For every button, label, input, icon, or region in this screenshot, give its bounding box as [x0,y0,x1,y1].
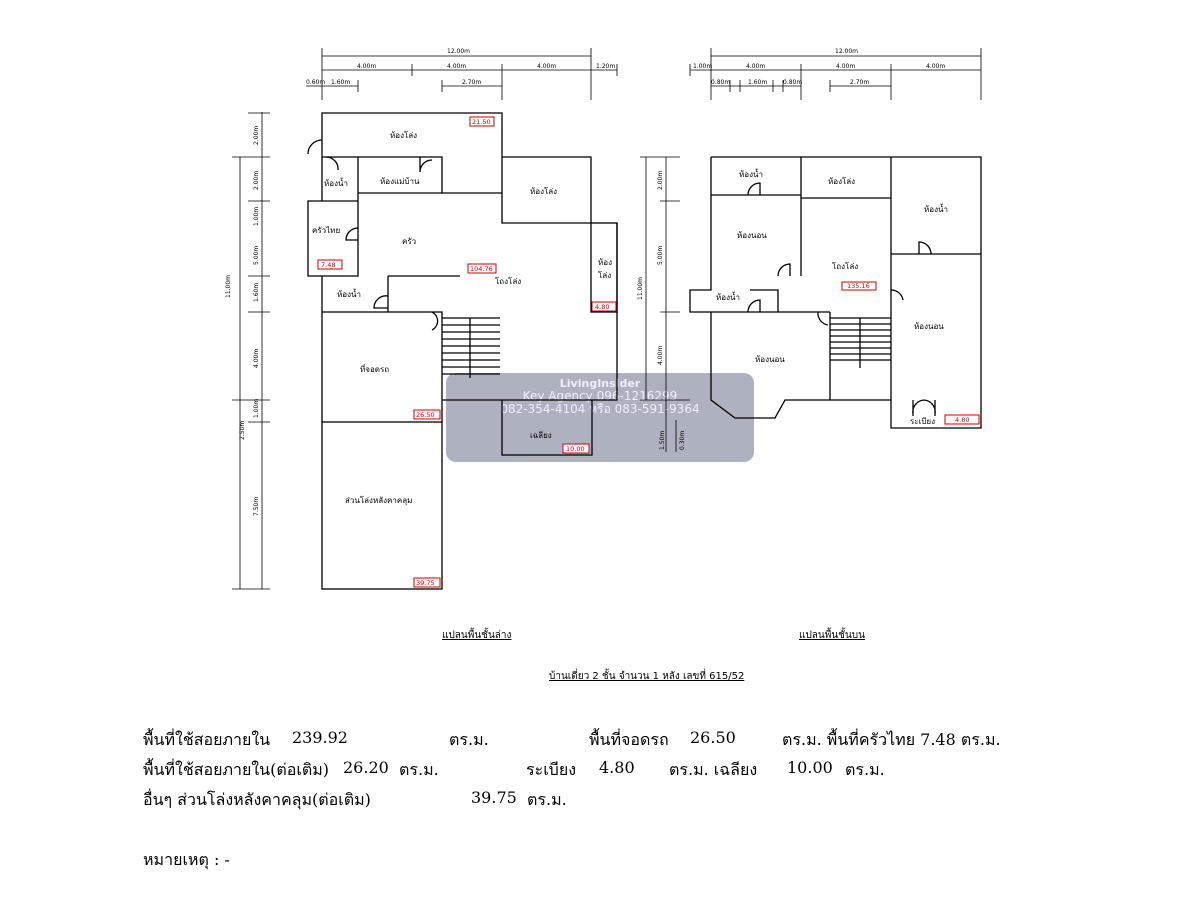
dimension-label: 5.00m [657,246,664,265]
area-label: 26.50 [416,411,435,419]
unit: ตร.ม. พื้นที่ครัวไทย 7.48 ตร.ม. [782,730,1001,749]
watermark-line2: 082-354-4104 หรือ 083-591-9364 [500,402,700,416]
dimension-label: 2.00m [253,126,260,145]
room-label: ห้องน้ำ [716,291,740,302]
dimension-label: 12.00m [835,48,858,55]
dimension-label: 2.70m [850,79,869,86]
room-label: ห้องน้ำ [337,288,361,299]
stairs [830,317,891,368]
dimension-label: 12.00m [447,48,470,55]
dimension-label: 4.00m [537,63,556,70]
label: พื้นที่ใช้สอยภายใน(ต่อเติม) [143,760,329,779]
dimension-label: 1.00m [253,399,260,418]
value: 26.20 [343,758,389,777]
area-label: 4.80 [595,303,609,311]
label: อื่นๆ ส่วนโล่งหลังคาคลุม(ต่อเติม) [143,790,371,809]
room-label: ห้องน้ำ [739,168,763,179]
watermark-brand: LivingInsider [559,377,641,390]
document-title: บ้านเดี่ยว 2 ชั้น จำนวน 1 หลัง เลขที่ 61… [549,671,745,682]
unit: ตร.ม. [527,790,567,809]
dimension-label: 5.00m [253,246,260,265]
area-label: 135.16 [847,282,870,290]
area-label: 7.48 [321,261,335,269]
value: 26.50 [690,728,736,747]
room-label: ห้องโล่ง [828,176,855,186]
dimension-label: 0.80m [711,79,730,86]
dimension-label: 1.60m [748,79,767,86]
dimension-label: 4.00m [357,63,376,70]
value: 39.75 [471,788,517,807]
dimension-label: 4.00m [657,346,664,365]
ground-floor-plan: ห้องโล่ง ห้องน้ำ ห้องแม่บ้าน ห้องโล่ง คร… [225,48,618,590]
room-label: ที่จอดรถ [360,363,389,374]
dimension-label: 4.00m [836,63,855,70]
dimension-label: 1.00m [253,207,260,226]
room-label: ห้องน้ำ [324,177,348,188]
area-label: 39.75 [416,579,435,587]
watermark: LivingInsider Key Agency 096-1216299 082… [446,373,754,462]
dimension-label: 4.00m [447,63,466,70]
room-label: ระเบียง [910,417,935,426]
dimension-label: 4.00m [746,63,765,70]
room-label: ห้องนอน [737,231,767,240]
dimension-label: 2.00m [657,171,664,190]
note: หมายเหตุ : - [143,850,230,869]
unit: ตร.ม. [449,730,489,749]
area-label: 10.00 [566,445,585,453]
room-label: ห้องโล่ง [530,186,557,196]
dimension-label: 2.00m [253,171,260,190]
room-label: ส่วนโล่งหลังคาคลุม [345,495,412,505]
room-label: โถงโล่ง [832,261,858,271]
room-label: ห้องนอน [755,355,785,364]
dimension-label: 2.70m [462,79,481,86]
room-label: ครัวไทย [312,226,340,235]
dimension-label: 7.50m [253,497,260,516]
dimension-label: 1.60m [253,283,260,302]
watermark-line1: Key Agency 096-1216299 [522,389,678,403]
dimension-label: 1.20m [596,63,615,70]
ground-floor-caption: แปลนพื้นชั้นล่าง [442,630,512,641]
room-label: โถงโล่ง [495,276,521,286]
dimension-label: 1.60m [331,79,350,86]
label: พื้นที่จอดรถ [589,730,669,749]
dimension-label: 0.30m [679,431,686,450]
upper-floor-caption: แปลนพื้นชั้นบน [799,630,865,641]
stairs [442,317,500,378]
dimension-label: 0.80m [783,79,802,86]
room-label: เฉลียง [530,431,552,440]
dimension-label: 11.00m [225,275,232,298]
room-label: ห้อง [598,258,612,267]
dimension-label: 0.60m [306,79,325,86]
dimension-label: 4.00m [253,349,260,368]
dimension-label: 2.50m [239,421,246,440]
dimension-label: 11.00m [637,277,644,300]
area-label: 4.80 [955,416,969,424]
room-label: ห้องแม่บ้าน [380,177,420,186]
value: 239.92 [292,728,348,747]
upper-floor-plan: ห้องน้ำ ห้องโล่ง ห้องน้ำ ห้องนอน โถงโล่ง… [637,48,982,452]
storage-side-fill [590,222,618,313]
label: พื้นที่ใช้สอยภายใน [143,730,271,749]
label: ระเบียง [526,760,576,779]
dimension-label: 4.00m [926,63,945,70]
unit: ตร.ม. [399,760,439,779]
room-label: โล่ง [598,270,611,280]
value: 4.80 [599,758,635,777]
room-label: ห้องน้ำ [924,203,948,214]
area-label: 21.50 [472,118,491,126]
covered-yard-fill [321,421,443,590]
dimension-label: 1.50m [659,431,666,450]
room-label: ห้องนอน [914,322,944,331]
room-label: ห้องโล่ง [390,130,417,140]
unit: ตร.ม. เฉลียง [669,760,758,779]
area-label: 104.76 [470,265,493,273]
unit: ตร.ม. [845,760,885,779]
value: 10.00 [787,758,833,777]
dimension-label: 1.00m [693,63,712,70]
room-label: ครัว [402,237,416,246]
